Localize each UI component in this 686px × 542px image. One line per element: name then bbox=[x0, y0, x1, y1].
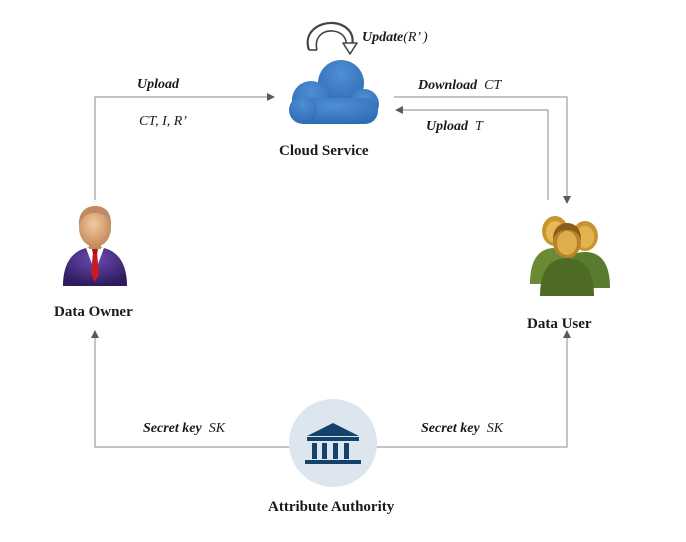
update-label: Update(R’ ) bbox=[362, 30, 428, 46]
arrow-owner-to-cloud bbox=[94, 93, 275, 200]
download-label: Download CT bbox=[418, 78, 501, 94]
arrow-authority-to-owner bbox=[91, 330, 290, 448]
update-action: Update bbox=[362, 30, 404, 45]
user-group-icon bbox=[530, 216, 610, 296]
cloud-icon bbox=[289, 60, 379, 124]
bank-building-icon bbox=[289, 399, 377, 487]
user-upload-action: Upload bbox=[426, 119, 468, 134]
sk-owner-arg: SK bbox=[208, 421, 226, 436]
sk-user-arg: SK bbox=[486, 421, 504, 436]
data-user-label: Data User bbox=[527, 316, 592, 332]
sk-owner-label: Secret key SK bbox=[143, 421, 225, 437]
sk-user-label: Secret key SK bbox=[421, 421, 503, 437]
update-arg: (R’ ) bbox=[403, 30, 428, 45]
businessman-icon bbox=[63, 206, 127, 286]
arrow-user-to-cloud bbox=[395, 106, 549, 200]
data-owner-label: Data Owner bbox=[54, 304, 133, 320]
arrow-authority-to-user bbox=[375, 330, 571, 448]
attribute-authority-label: Attribute Authority bbox=[268, 499, 395, 515]
sk-user-action: Secret key bbox=[421, 421, 480, 436]
download-arg: CT bbox=[484, 78, 502, 93]
sk-owner-action: Secret key bbox=[143, 421, 202, 436]
download-action: Download bbox=[418, 78, 478, 93]
owner-upload-action: Upload bbox=[137, 77, 179, 92]
circular-arrow-icon bbox=[306, 21, 358, 55]
cloud-service-label: Cloud Service bbox=[279, 143, 369, 159]
user-upload-label: Upload T bbox=[426, 119, 483, 135]
user-upload-arg: T bbox=[475, 119, 483, 134]
owner-upload-arg: CT, I, R’ bbox=[139, 114, 187, 129]
arrow-cloud-to-user bbox=[394, 96, 571, 204]
